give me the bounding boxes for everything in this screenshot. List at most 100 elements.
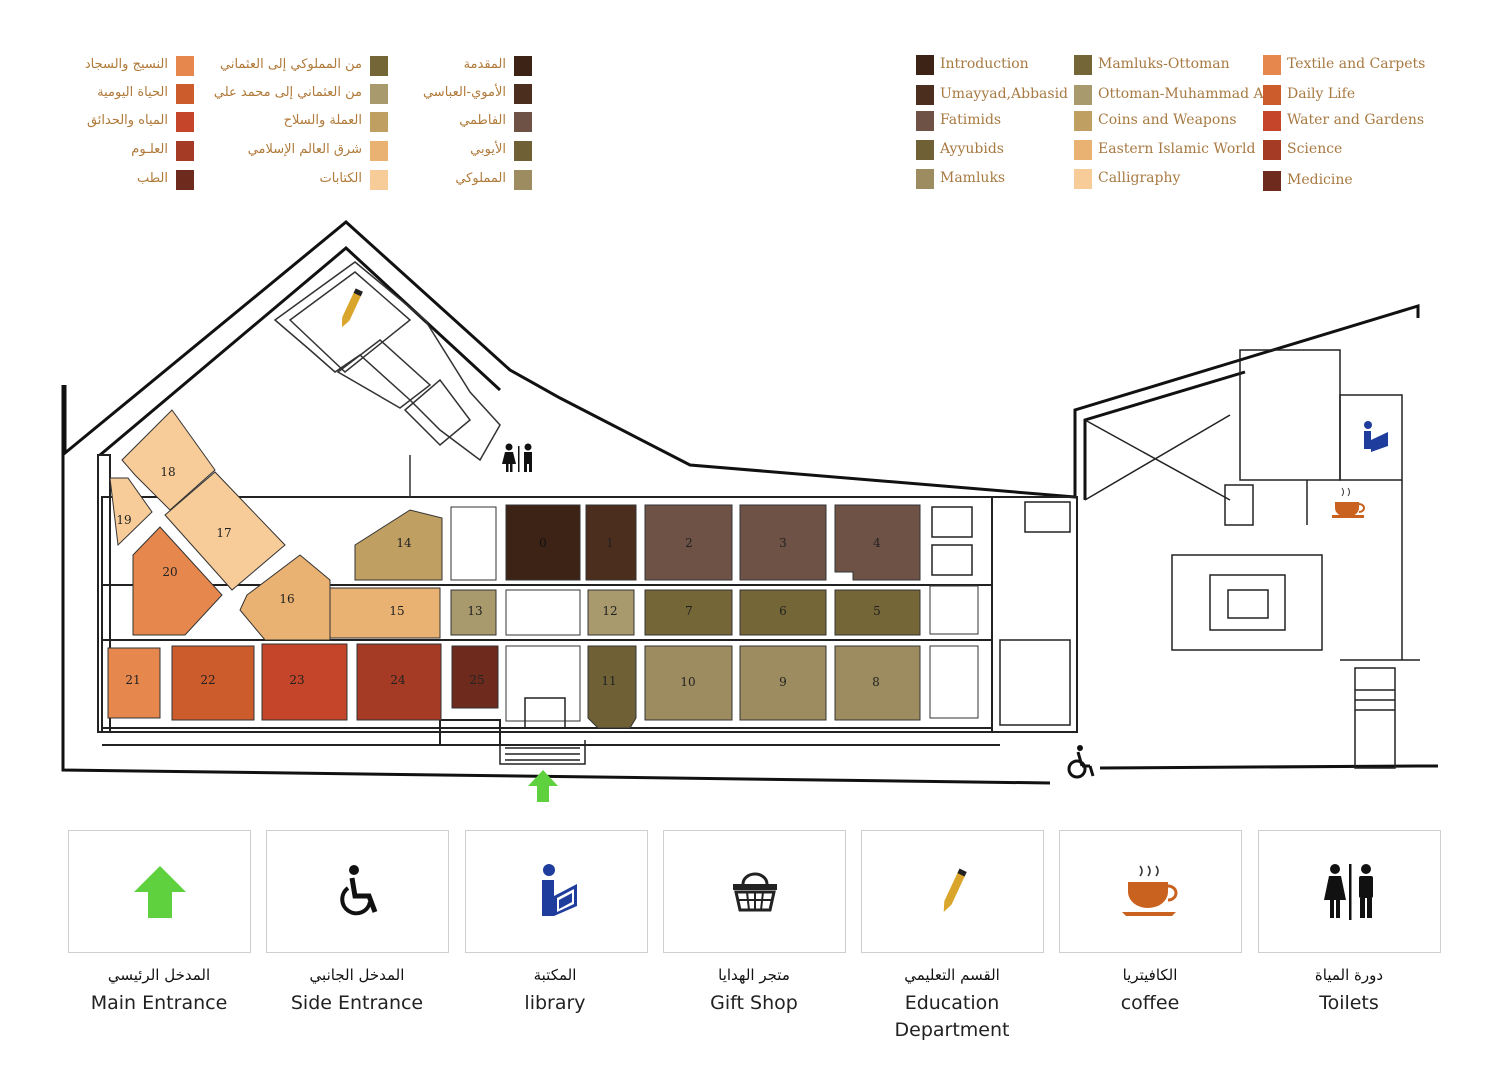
- legend-label: العملة والسلاح: [283, 113, 362, 128]
- legend-swatch: [1263, 55, 1281, 75]
- room-blank-c: [505, 589, 581, 636]
- room-4: [834, 504, 921, 581]
- map-library-icon: [1364, 421, 1388, 452]
- room-6: [739, 589, 827, 636]
- right-wing-outline: [931, 349, 1420, 769]
- room-number: 12: [602, 604, 617, 618]
- pencil-icon: [943, 868, 967, 912]
- room-18: [121, 409, 216, 511]
- legend-label: المملوكي: [455, 171, 506, 186]
- legend-label: الفاطمي: [459, 113, 506, 128]
- legend-label: Daily Life: [1287, 86, 1356, 102]
- legend-swatch: [1263, 111, 1281, 131]
- caption-en: Education Department: [894, 992, 1010, 1041]
- legend-label: المياه والحدائق: [86, 113, 168, 128]
- room-12: [587, 589, 635, 636]
- legend-swatch: [1074, 169, 1092, 189]
- legend-swatch: [1263, 85, 1281, 105]
- caption-en: library: [524, 992, 586, 1014]
- room-number: 8: [872, 675, 880, 689]
- legend-swatch: [1074, 111, 1092, 131]
- legend-label: الأيوبي: [470, 142, 506, 157]
- legend-label: من العثماني إلى محمد علي: [213, 85, 362, 100]
- caption-ar: متجر الهدايا: [718, 966, 790, 984]
- room-number: 4: [873, 536, 881, 550]
- room-8: [834, 645, 921, 721]
- legend-label: Ayyubids: [940, 141, 1004, 157]
- room-13: [450, 589, 497, 636]
- legend-swatch: [370, 170, 388, 190]
- room-number: 15: [389, 604, 404, 618]
- room-number: 7: [685, 604, 693, 618]
- map-pencil-icon: [341, 288, 363, 328]
- entrance-steps: [499, 697, 586, 765]
- map-wheelchair-head: [1077, 745, 1083, 751]
- room-number: 18: [160, 465, 175, 479]
- legend-label: Eastern Islamic World: [1098, 141, 1256, 157]
- legend-swatch: [916, 140, 934, 160]
- room-number: 13: [467, 604, 482, 618]
- caption-ar: المدخل الرئيسي: [107, 966, 211, 984]
- legend-label: النسيج والسجاد: [84, 57, 168, 72]
- legend-ar-item: العملة والسلاح: [200, 112, 388, 134]
- caption-en: coffee: [1120, 992, 1180, 1014]
- room-21: [107, 647, 161, 719]
- legend-swatch: [916, 169, 934, 189]
- room-7: [644, 589, 733, 636]
- legend-swatch: [370, 112, 388, 132]
- legend-ar-item: المملوكي: [380, 170, 532, 192]
- caption-en: Main Entrance: [90, 992, 228, 1014]
- room-number: 3: [779, 536, 787, 550]
- map-wheelchair-icon: [1067, 751, 1095, 779]
- room-16: [239, 554, 331, 641]
- legend-label: الأموي-العباسي: [422, 85, 506, 100]
- legend-swatch: [916, 111, 934, 131]
- legend-swatch: [1074, 140, 1092, 160]
- room-number: 0: [539, 536, 547, 550]
- coffee-cup-icon: [1121, 865, 1177, 916]
- map-coffee-icon: [1332, 487, 1365, 518]
- gift-shop-caption: متجر الهدايا Gift Shop: [654, 966, 854, 1017]
- room-22: [171, 645, 255, 721]
- legend-label: Introduction: [940, 56, 1029, 72]
- room-5: [834, 589, 921, 636]
- legend-label: Ottoman-Muhammad Ali: [1098, 86, 1273, 102]
- room-number: 16: [279, 592, 294, 606]
- room-17: [164, 471, 286, 591]
- room-number: 6: [779, 604, 787, 618]
- education-box: [861, 830, 1044, 953]
- room-15: [329, 587, 441, 639]
- legend-label: العلـوم: [131, 142, 168, 157]
- education-caption: القسم التعليمي Education Department: [852, 966, 1052, 1044]
- legend-ar-item: المياه والحدائق: [40, 112, 194, 134]
- room-0: [505, 504, 581, 581]
- legend-swatch: [1263, 140, 1281, 160]
- caption-ar: الكافيتريا: [1122, 966, 1178, 984]
- green-arrow-icon: [133, 865, 186, 918]
- map-entrance-arrow-icon: [528, 770, 558, 802]
- room-blank-b: [929, 585, 979, 635]
- room-number: 1: [606, 536, 614, 550]
- legend-label: المقدمة: [463, 57, 506, 72]
- room-2: [644, 504, 733, 581]
- legend-swatch: [1263, 171, 1281, 191]
- room-1: [585, 504, 637, 581]
- caption-ar: المدخل الجانبي: [309, 966, 405, 984]
- legend-label: Mamluks-Ottoman: [1098, 56, 1230, 72]
- legend-swatch: [370, 84, 388, 104]
- caption-en: Toilets: [1319, 992, 1379, 1014]
- room-11: [587, 645, 637, 729]
- legend-swatch: [1074, 55, 1092, 75]
- map-toilets-icon: [502, 443, 532, 472]
- caption-en: Gift Shop: [710, 992, 798, 1014]
- toilets-icon: [1323, 863, 1373, 920]
- legend-swatch: [176, 112, 194, 132]
- room-blank-a: [450, 506, 497, 581]
- room-number: 20: [162, 565, 177, 579]
- rooms: [107, 409, 979, 729]
- legend-swatch: [514, 84, 532, 104]
- side-entrance-box: [266, 830, 449, 953]
- room-23: [261, 643, 348, 721]
- legend-swatch: [1074, 85, 1092, 105]
- room-number: 22: [200, 673, 215, 687]
